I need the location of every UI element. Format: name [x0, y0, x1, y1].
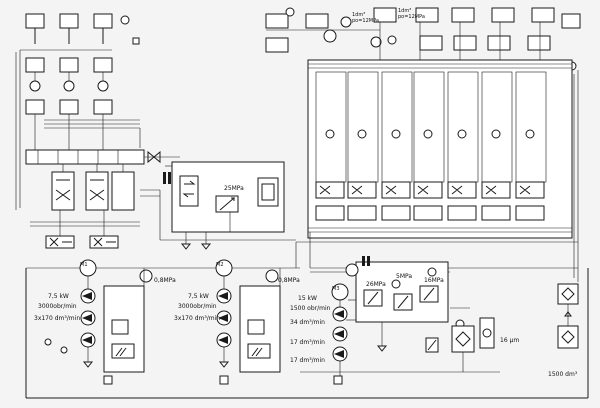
accumulator2-volume: 1dm³	[398, 8, 411, 14]
pump1-power: 7,5 kW	[48, 293, 69, 300]
valve-section-4	[413, 71, 445, 221]
pump-unit-3: 15 kW 1500 obr/min 34 dm³/min 17 dm³/min…	[290, 283, 349, 385]
top-right-cylinders: 1dm³ po=12MPa 1dm³ po=12MPa	[265, 7, 581, 71]
interconnect-lines	[143, 190, 356, 321]
filter-assembly: 16 μm	[300, 317, 519, 373]
valve-section-6	[481, 71, 513, 221]
oil-tank: 1500 dm³	[25, 267, 589, 399]
pump-unit-2: 7,5 kW 3000obr/min 3x170 dm³/min 0,8MPa …	[174, 259, 300, 385]
motor-m2: M2	[216, 262, 224, 268]
tank-volume-label: 1500 dm³	[548, 371, 578, 378]
motor-m1: M1	[80, 262, 88, 268]
motor-m3: M3	[332, 286, 340, 292]
pump3-speed: 1500 obr/min	[290, 305, 331, 312]
pump1-flow: 3x170 dm³/min	[34, 315, 80, 322]
valve-bank	[307, 59, 573, 239]
pump2-power: 7,5 kW	[188, 293, 209, 300]
left-valve-stack	[30, 164, 160, 249]
valve-section-3	[381, 71, 413, 221]
pump3-flow2: 17 dm³/min	[290, 339, 325, 346]
right-return-lines	[296, 70, 579, 349]
pump2-pressure: 0,8MPa	[278, 277, 300, 284]
pump-unit-1: 7,5 kW 3000obr/min 3x170 dm³/min 0,8MPa …	[34, 259, 176, 385]
filter-label: 16 μm	[500, 337, 519, 344]
pump2-speed: 3000obr/min	[178, 303, 217, 310]
manifold-block	[25, 149, 180, 165]
valve-section-2	[347, 71, 379, 221]
valve-section-7	[515, 71, 547, 221]
valve-pressure-label: 25MPa	[224, 185, 244, 192]
pump3-flow1: 34 dm³/min	[290, 319, 325, 326]
pump3-flow3: 17 dm³/min	[290, 357, 325, 364]
valve-section-5	[447, 71, 479, 221]
pressure-valve-assembly: 25MPa	[163, 161, 285, 250]
accumulator1-volume: 1dm³	[352, 12, 365, 18]
accumulator1-pressure: po=12MPa	[352, 18, 379, 24]
accumulator2-pressure: po=12MPa	[398, 14, 425, 20]
pump1-speed: 3000obr/min	[38, 303, 77, 310]
top-left-cylinders	[15, 13, 141, 210]
valve-section-1	[315, 71, 347, 221]
pump2-flow: 3x170 dm³/min	[174, 315, 220, 322]
relief2-label: 5MPa	[396, 273, 412, 280]
relief-valve-block: 26MPa 5MPa 16MPa	[345, 256, 470, 352]
relief3-label: 16MPa	[424, 277, 444, 284]
pump1-pressure: 0,8MPa	[154, 277, 176, 284]
relief1-label: 26MPa	[366, 281, 386, 288]
pump3-power: 15 kW	[298, 295, 317, 302]
